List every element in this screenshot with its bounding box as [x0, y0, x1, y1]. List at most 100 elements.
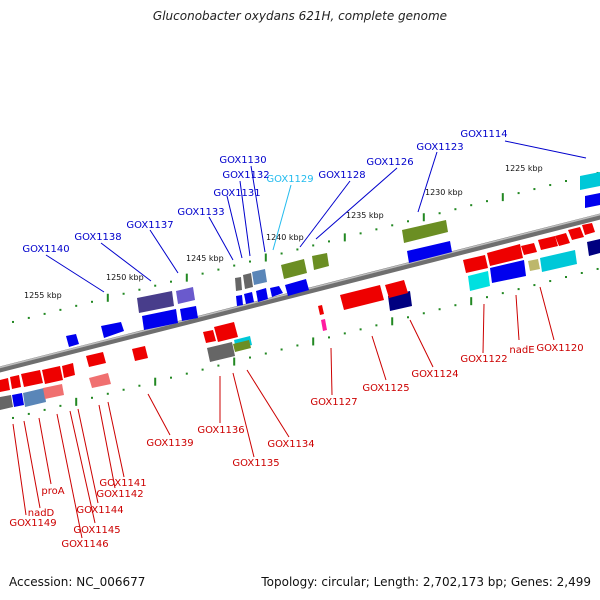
gene-gox1122[interactable] [487, 244, 523, 266]
gene-gox1134[interactable] [214, 322, 238, 342]
gene-gox1144[interactable] [62, 363, 75, 378]
scale-tick [170, 280, 172, 283]
gene-gox1138[interactable] [142, 309, 178, 330]
gene-gox1125[interactable] [340, 285, 384, 310]
scale-tick [12, 320, 14, 323]
gene-nadE[interactable] [538, 236, 558, 250]
gene-label-gox1114[interactable]: GOX1114 [460, 129, 507, 140]
gene-left-2[interactable] [12, 393, 24, 407]
scale-tick [91, 300, 93, 303]
gene-label-gox1149[interactable]: GOX1149 [9, 518, 56, 529]
gene-label-gox1135[interactable]: GOX1135 [232, 458, 279, 469]
gene-proA[interactable] [43, 384, 64, 399]
gene-gox1145[interactable] [42, 366, 63, 384]
gene-gox1133[interactable] [235, 277, 242, 291]
gene-gox1131[interactable] [243, 273, 253, 289]
gene-gox1141[interactable] [86, 352, 106, 367]
kbp-label: 1230 kbp [425, 188, 463, 197]
gene-gox1120[interactable] [555, 233, 570, 246]
gene-gox1130[interactable] [285, 279, 309, 296]
gene-red-top-1[interactable] [568, 227, 584, 240]
gene-label-nadD[interactable]: nadD [28, 508, 55, 519]
gene-right-3[interactable] [468, 271, 490, 291]
scale-tick [343, 233, 346, 242]
scale-tick [217, 364, 220, 367]
scale-tick [106, 293, 109, 302]
gene-red-mid[interactable] [521, 243, 537, 255]
gene-label-proA[interactable]: proA [41, 486, 64, 497]
gene-label-gox1139[interactable]: GOX1139 [146, 438, 193, 449]
gene-gox1137b[interactable] [137, 291, 174, 313]
gene-label-gox1145[interactable]: GOX1145 [73, 525, 120, 536]
gene-right-6[interactable] [587, 239, 600, 256]
gene-gox1139[interactable] [132, 346, 148, 361]
gene-right-4[interactable] [528, 259, 540, 271]
gene-label-gox1132[interactable]: GOX1132 [222, 170, 269, 181]
gene-gox1149[interactable] [0, 378, 10, 392]
gene-gox1127b[interactable] [321, 319, 327, 331]
gene-gox1137a[interactable] [176, 287, 195, 304]
gene-label-gox1144[interactable]: GOX1144 [76, 505, 123, 516]
gene-label-gox1124[interactable]: GOX1124 [411, 369, 458, 380]
gene-gox1124[interactable] [385, 280, 408, 298]
gene-label-gox1120[interactable]: GOX1120 [536, 343, 583, 354]
gene-label-gox1137[interactable]: GOX1137 [126, 220, 173, 231]
scale-tick [185, 273, 188, 282]
gene-label-gox1141[interactable]: GOX1141 [99, 478, 146, 489]
topology-text: Topology: circular; Length: 2,702,173 bp… [261, 575, 591, 589]
gene-small-1[interactable] [256, 288, 268, 302]
scale-tick [422, 213, 425, 222]
gene-right-1[interactable] [540, 250, 577, 272]
gene-label-gox1138[interactable]: GOX1138 [74, 232, 121, 243]
scale-tick [138, 384, 141, 387]
gene-gox1114-lower[interactable] [585, 193, 600, 208]
gene-right-2[interactable] [490, 260, 526, 283]
scale-tick [596, 267, 599, 270]
gene-gox1140[interactable] [101, 322, 124, 338]
gene-gox1146[interactable] [21, 370, 43, 387]
gene-middle-2[interactable] [233, 340, 251, 352]
gene-gox1114[interactable] [580, 172, 600, 190]
gene-gox1128[interactable] [312, 253, 329, 270]
scale-tick [359, 328, 362, 331]
gene-left-1[interactable] [23, 388, 46, 407]
gene-gox1140b[interactable] [66, 334, 79, 347]
gene-gox1136[interactable] [203, 330, 216, 343]
gene-gox1132[interactable] [252, 269, 267, 285]
gene-gox1122b[interactable] [463, 255, 488, 273]
gene-label-gox1133[interactable]: GOX1133 [177, 207, 224, 218]
gene-gox1130b[interactable] [270, 286, 283, 297]
gene-label-gox1123[interactable]: GOX1123 [416, 142, 463, 153]
gene-label-gox1131[interactable]: GOX1131 [213, 188, 260, 199]
gene-gox1123[interactable] [402, 220, 448, 243]
gene-label-gox1126[interactable]: GOX1126 [366, 157, 413, 168]
gene-label-gox1127[interactable]: GOX1127 [310, 397, 357, 408]
scale-tick [312, 244, 315, 247]
scale-tick [154, 377, 157, 386]
gene-red-top-2[interactable] [582, 223, 595, 235]
gene-label-gox1140[interactable]: GOX1140 [22, 244, 69, 255]
gene-label-gox1129[interactable]: GOX1129 [266, 174, 313, 185]
gene-gox1142[interactable] [89, 373, 111, 388]
gene-gox1129[interactable] [281, 259, 307, 279]
gene-gox1126[interactable] [407, 241, 452, 263]
gene-left-3[interactable] [0, 395, 13, 410]
gene-label-gox1134[interactable]: GOX1134 [267, 439, 314, 450]
gene-label-gox1130[interactable]: GOX1130 [219, 155, 266, 166]
scale-tick [264, 352, 267, 355]
gene-label-gox1146[interactable]: GOX1146 [61, 539, 108, 550]
gene-label-gox1125[interactable]: GOX1125 [362, 383, 409, 394]
scale-tick [154, 284, 157, 287]
gene-small-2[interactable] [244, 292, 254, 304]
gene-gox1127[interactable] [318, 305, 324, 315]
gene-small-3[interactable] [236, 295, 243, 306]
gene-label-nadE[interactable]: nadE [509, 345, 534, 356]
gene-label-gox1142[interactable]: GOX1142 [96, 489, 143, 500]
gene-label-gox1136[interactable]: GOX1136 [197, 425, 244, 436]
gene-label-gox1128[interactable]: GOX1128 [318, 170, 365, 181]
gene-nadD[interactable] [10, 375, 21, 389]
gene-middle-3[interactable] [207, 342, 235, 362]
gene-label-gox1122[interactable]: GOX1122 [460, 354, 507, 365]
gene-gox1138b[interactable] [180, 306, 198, 321]
scale-tick [201, 368, 204, 371]
